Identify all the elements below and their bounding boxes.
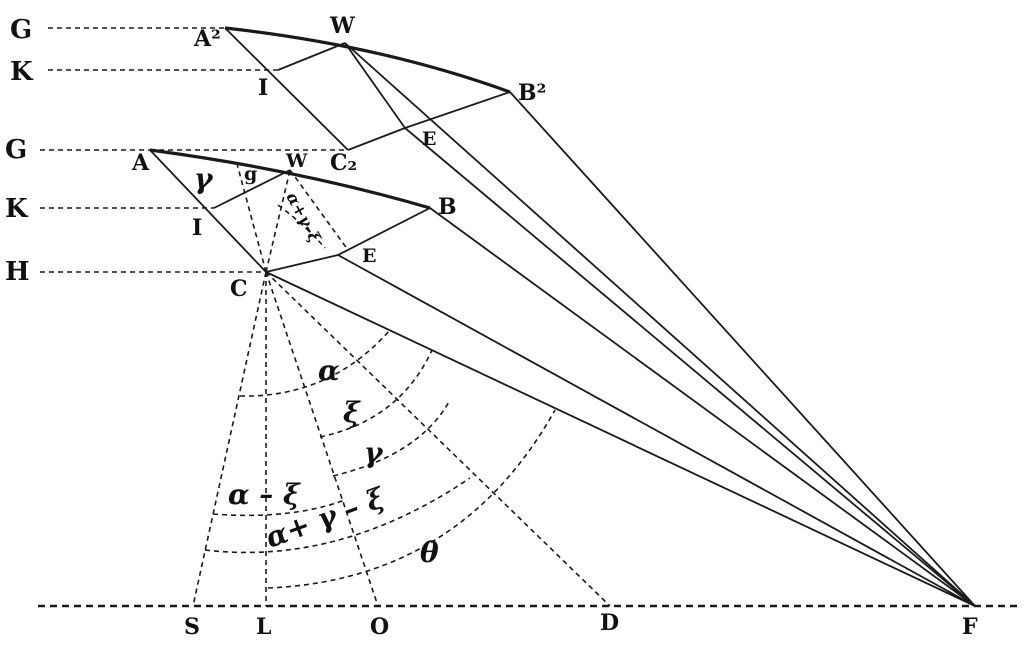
label-K-top: K — [10, 57, 34, 87]
angle-gamma: γ — [364, 436, 384, 469]
label-B2: B² — [518, 80, 546, 106]
label-L: L — [256, 614, 271, 640]
line-C2-E-top — [347, 127, 406, 151]
angle-theta: θ — [420, 536, 439, 569]
label-E-mid: E — [362, 245, 376, 267]
label-g: g — [244, 163, 257, 185]
label-F: F — [962, 614, 978, 640]
label-A: A — [131, 150, 150, 176]
label-W-top: W — [329, 13, 355, 39]
label-D: D — [600, 610, 619, 636]
angle-alpha-minus-xi: α – ξ — [228, 478, 301, 511]
label-W-mid: W — [285, 150, 308, 172]
angle-alpha-gamma-xi-small: α+γ–ξ — [282, 189, 325, 247]
ray-C-g — [235, 159, 267, 273]
label-I-mid: I — [192, 215, 202, 241]
label-K-mid: K — [5, 194, 29, 224]
label-C: C — [230, 276, 248, 302]
arc-gamma — [332, 399, 451, 477]
angle-xi: ξ — [343, 396, 361, 429]
arc-small-W — [277, 204, 326, 249]
ray-C-F — [265, 271, 976, 607]
label-S: S — [184, 614, 200, 640]
line-C-E-mid — [265, 254, 339, 273]
ray-C-S — [192, 271, 267, 607]
curve-A2-B2 — [224, 26, 511, 94]
line-I-W-top — [277, 42, 346, 71]
angle-gamma-top: γ — [194, 162, 214, 195]
arc-xi — [319, 349, 433, 438]
ray-W-normal — [289, 169, 349, 251]
ray-W-top-F — [344, 42, 976, 607]
ray-C-O — [265, 271, 379, 607]
label-E-top: E — [422, 128, 436, 150]
line-I-W-mid — [213, 169, 291, 209]
curve-A-B — [149, 148, 431, 210]
line-A2-C2 — [224, 27, 349, 151]
label-G-mid: G — [5, 135, 27, 165]
line-E-B — [337, 207, 431, 256]
label-A2: A² — [193, 26, 221, 52]
ray-E-top-F — [404, 127, 976, 607]
label-H: H — [5, 257, 30, 287]
arc-alpha-minus-xi — [212, 499, 346, 517]
label-O: O — [370, 614, 389, 640]
arc-alpha — [239, 329, 391, 397]
ray-C-W — [265, 169, 291, 273]
line-E-B2 — [404, 91, 511, 129]
ray-B-F — [429, 207, 976, 607]
ray-B2-F — [509, 91, 976, 607]
label-C2: C₂ — [330, 150, 357, 176]
angle-alpha: α — [318, 354, 340, 387]
ray-E-mid-F — [337, 254, 976, 607]
label-G-top: G — [10, 15, 32, 45]
arc-theta — [267, 409, 556, 589]
line-A-C — [149, 149, 267, 273]
ray-C-D — [265, 271, 611, 607]
line-W-E-top — [344, 42, 406, 129]
label-I-top: I — [258, 75, 268, 101]
label-B: B — [438, 194, 457, 220]
